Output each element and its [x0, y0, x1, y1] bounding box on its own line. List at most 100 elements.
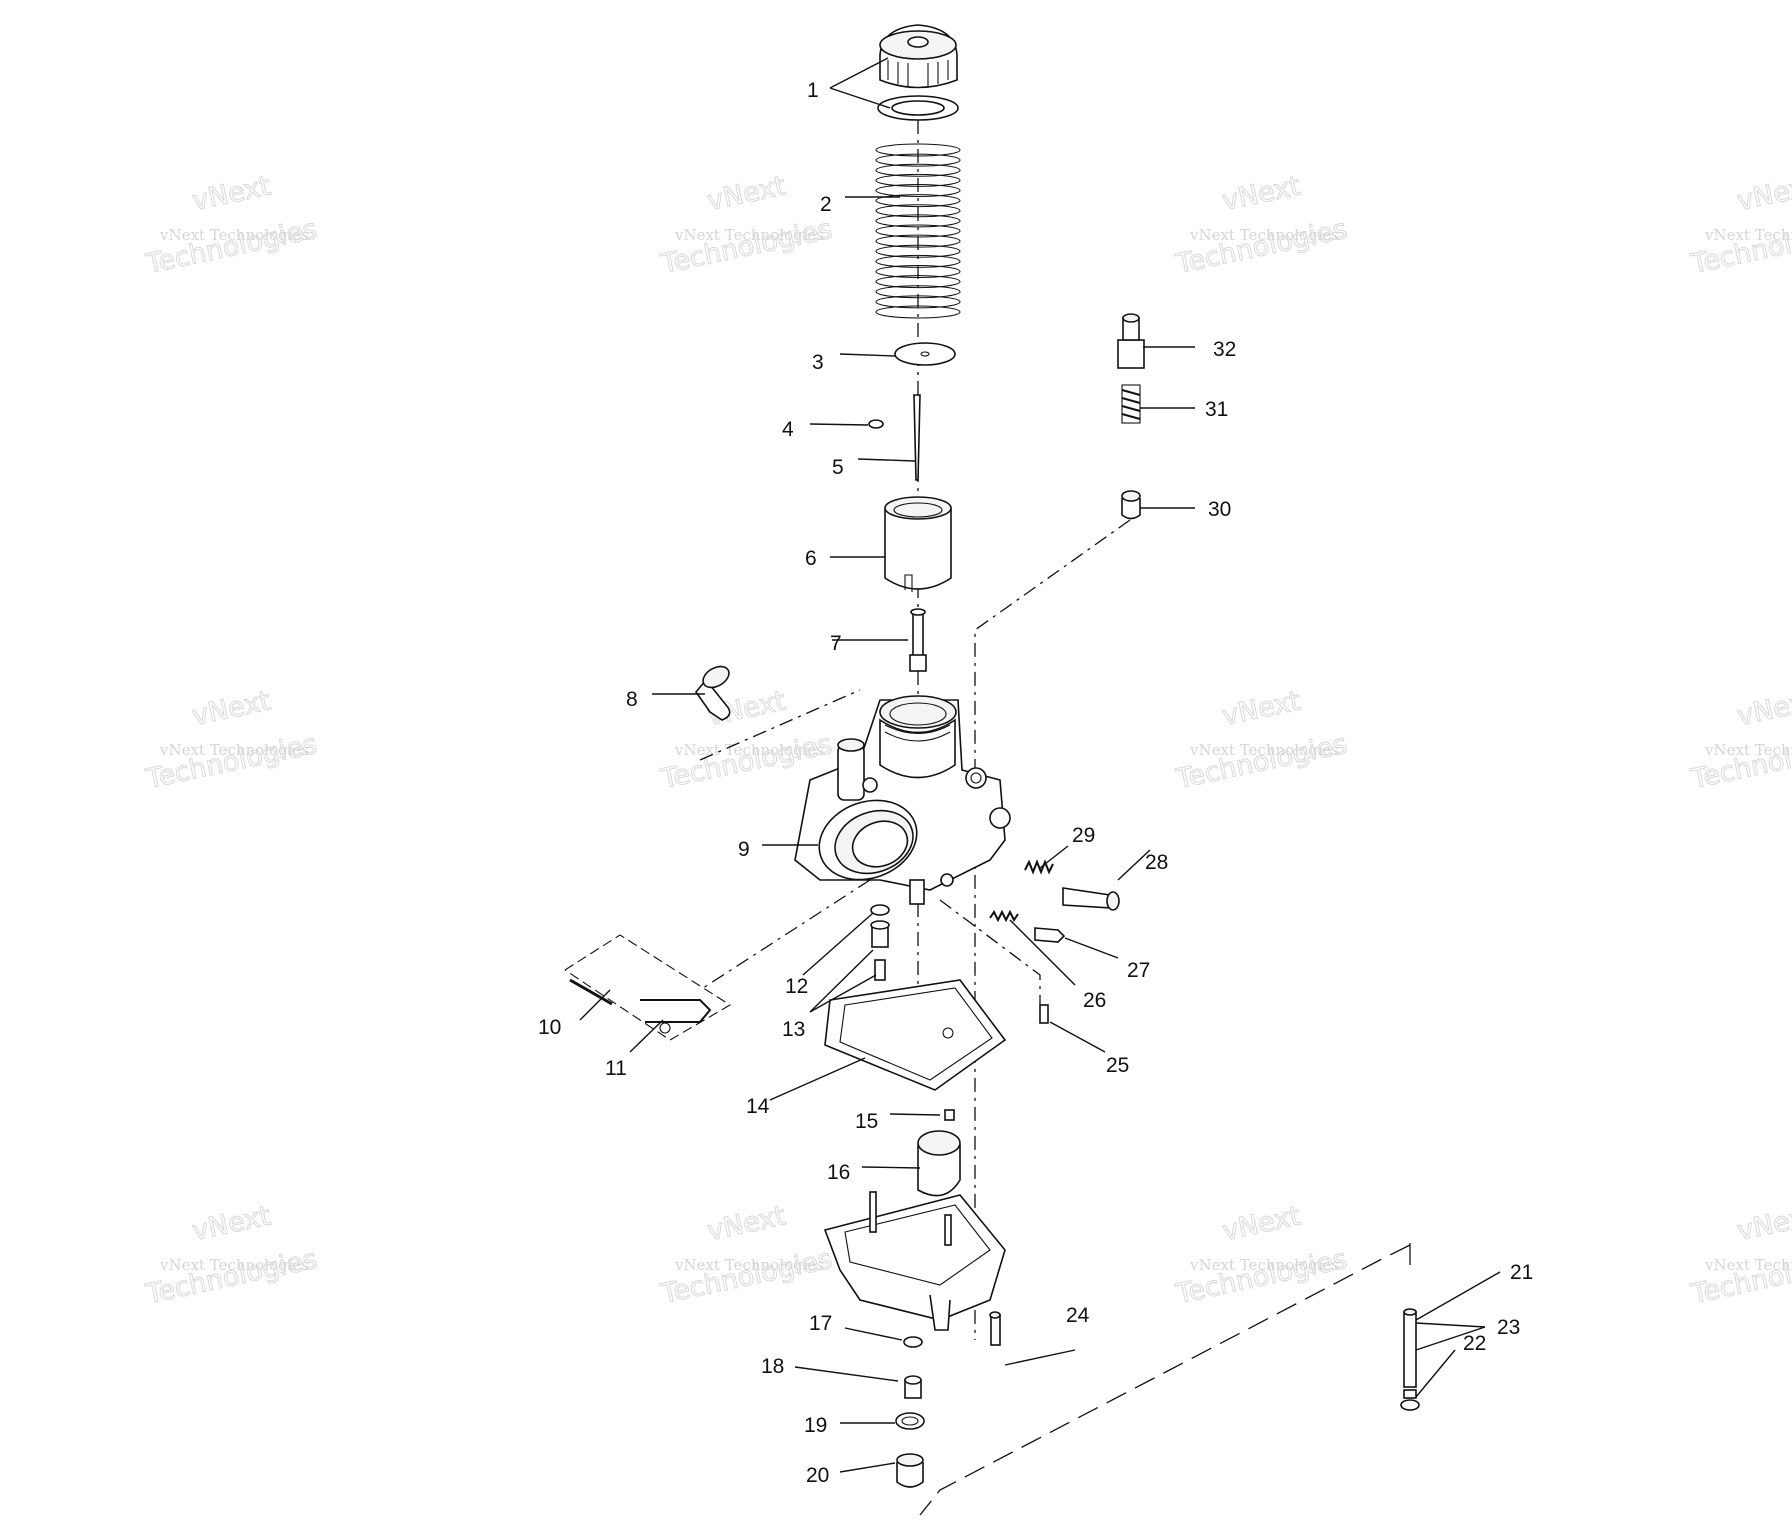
callout-8: 8: [626, 688, 638, 711]
callout-20: 20: [806, 1464, 829, 1487]
spring-coil: [875, 295, 961, 309]
part-25-screw: [1039, 1004, 1049, 1024]
watermark-line1: vNext: [1735, 1200, 1792, 1247]
callout-16: 16: [827, 1161, 850, 1184]
watermark-line3: Technologies: [143, 1244, 320, 1311]
spring-coil: [875, 224, 961, 238]
part-27-pilot-screw: [1034, 927, 1066, 943]
callout-28: 28: [1145, 851, 1168, 874]
part-29-spring: [1024, 859, 1054, 875]
part-2-spring: [875, 143, 961, 319]
watermark-line3: Technologies: [1688, 729, 1792, 796]
part-21-tube: [1403, 1308, 1417, 1388]
callout-21: 21: [1510, 1261, 1533, 1284]
spring-coil: [875, 285, 961, 299]
callout-18: 18: [761, 1355, 784, 1378]
watermark-line1: vNext: [1220, 170, 1304, 217]
callout-22: 22: [1463, 1332, 1486, 1355]
watermark-line3: Technologies: [1688, 214, 1792, 281]
spring-coil: [875, 204, 961, 218]
part-30-plunger: [1121, 490, 1141, 520]
callout-29: 29: [1072, 824, 1095, 847]
part-18-main-jet: [904, 1375, 922, 1399]
callout-17: 17: [809, 1312, 832, 1335]
watermark-line3: Technologies: [1173, 1244, 1350, 1311]
spring-coil: [875, 264, 961, 279]
callout-24: 24: [1066, 1304, 1090, 1327]
watermark-line2: vNext Technologies: [674, 226, 824, 244]
part-1-top-cap: [877, 24, 959, 121]
callout-27: 27: [1127, 959, 1150, 982]
part-12-washer: [870, 904, 890, 916]
watermark-line2: vNext Technologies: [159, 741, 309, 759]
part-20-plug: [896, 1453, 924, 1488]
callout-10: 10: [538, 1016, 561, 1039]
watermark-line1: vNext: [190, 170, 274, 217]
watermark-line1: vNext: [190, 1200, 274, 1247]
watermark-line3: Technologies: [658, 1244, 835, 1311]
watermark-line1: vNext: [1220, 1200, 1304, 1247]
callout-14: 14: [746, 1095, 770, 1118]
part-19-o-ring: [895, 1412, 925, 1430]
watermark-line3: Technologies: [1688, 1244, 1792, 1311]
watermark-line2: vNext Technologies: [1704, 226, 1792, 244]
callout-7: 7: [830, 632, 842, 655]
watermark-line2: vNext Technologies: [159, 226, 309, 244]
part-32-adjuster-nut: [1117, 313, 1145, 369]
callout-2: 2: [820, 193, 832, 216]
watermark-line1: vNext: [190, 685, 274, 732]
part-13-pilot-jet: [870, 920, 890, 981]
part-9-carburetor-body: [794, 695, 1011, 905]
watermark-line2: vNext Technologies: [1189, 741, 1339, 759]
spring-coil: [875, 244, 961, 258]
spring-coil: [875, 194, 961, 208]
part-10-pin: [569, 978, 613, 1006]
watermark-line1: vNext: [1735, 685, 1792, 732]
callout-19: 19: [804, 1414, 827, 1437]
part-4-clip: [868, 419, 884, 429]
part-6-throttle-slide: [884, 496, 952, 592]
part-31-spring: [1121, 384, 1141, 424]
callout-31: 31: [1205, 398, 1228, 421]
float-bowl: [823, 1191, 1006, 1331]
watermark-line3: Technologies: [658, 214, 835, 281]
watermark-line2: vNext Technologies: [159, 1256, 309, 1274]
part-11-clip: [640, 999, 712, 1034]
spring-coil: [875, 214, 961, 228]
spring-coil: [875, 183, 961, 198]
part-3-retainer-plate: [894, 342, 956, 366]
part-15-float-pin: [944, 1109, 955, 1121]
spring-coil: [875, 143, 961, 157]
spring-coil: [875, 173, 961, 187]
watermark-line2: vNext Technologies: [1704, 741, 1792, 759]
callout-9: 9: [738, 838, 750, 861]
callout-labels: 1 2 3 4 5 6 7 8 9 10 11 12 13 14 15 16 1…: [538, 79, 1533, 1487]
callout-13: 13: [782, 1018, 805, 1041]
spring-coil: [875, 234, 961, 248]
leader-lines: [579, 57, 1501, 1473]
part-14-float-bowl-gasket: [824, 979, 1007, 1091]
part-16-float: [917, 1130, 961, 1197]
part-17-washer: [903, 1336, 923, 1348]
callout-6: 6: [805, 547, 817, 570]
part-24-screw: [989, 1311, 1001, 1346]
callout-23: 23: [1497, 1316, 1520, 1339]
watermark-line1: vNext: [705, 1200, 789, 1247]
spring-coil: [875, 254, 961, 268]
callout-32: 32: [1213, 338, 1236, 361]
watermark-line1: vNext: [705, 170, 789, 217]
watermark-line2: vNext Technologies: [674, 1256, 824, 1274]
callout-3: 3: [812, 351, 824, 374]
